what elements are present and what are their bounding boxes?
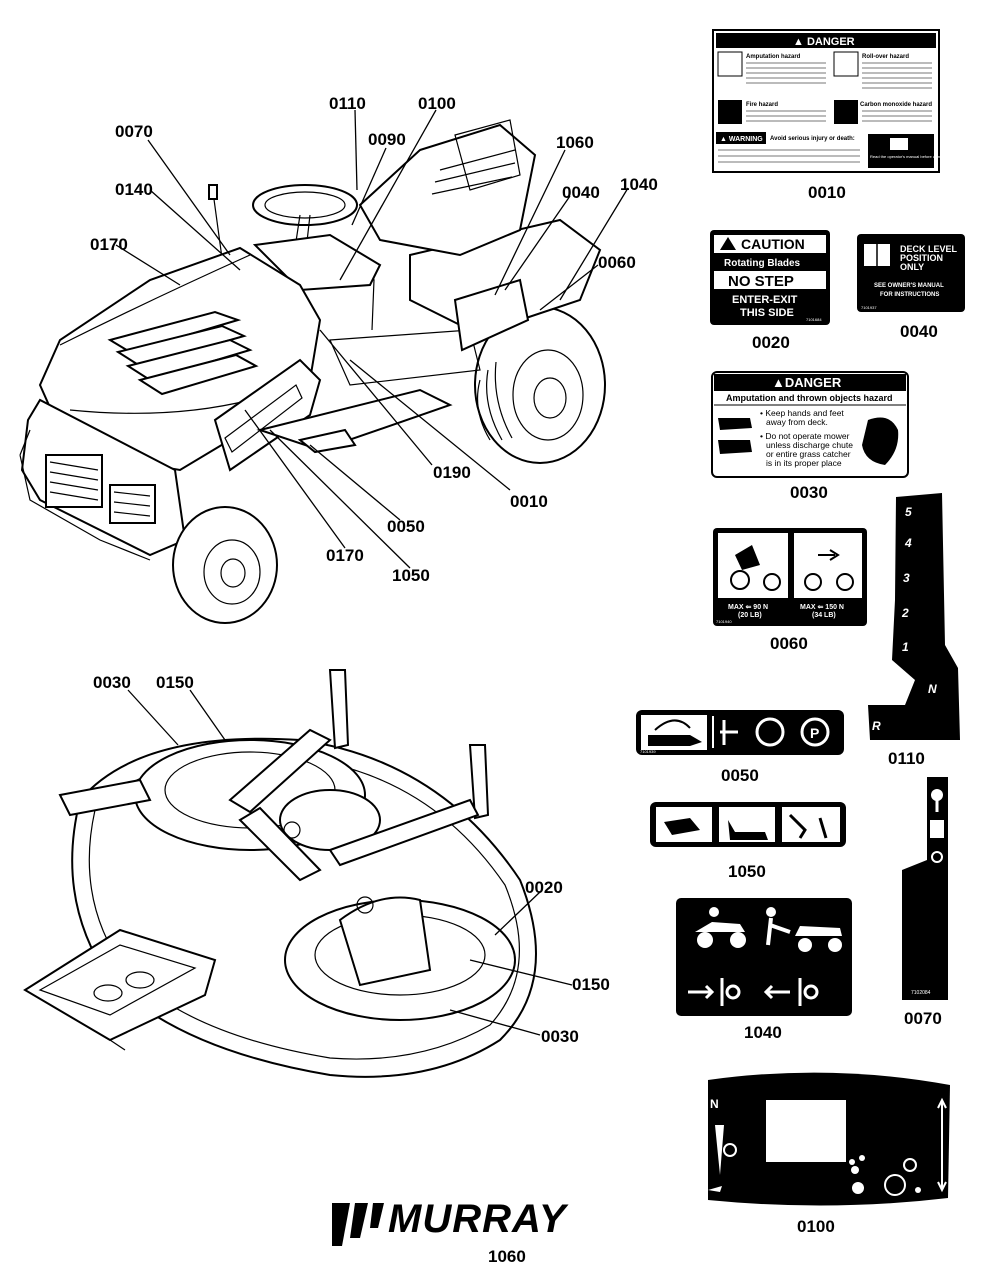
decal-0060-max2b: (34 LB)	[812, 612, 836, 619]
svg-text:N: N	[710, 1097, 719, 1111]
callout-0030-bottom: 0030	[541, 1027, 579, 1046]
decal-0110-g4: 4	[904, 536, 912, 550]
callout-0060: 0060	[598, 253, 636, 272]
decal-number-1050: 1050	[728, 862, 766, 881]
decal-0060: MAX ⇐ 90 N (20 LB) MAX ⇐ 150 N (34 LB) 7…	[713, 528, 867, 626]
decal-number-0060: 0060	[770, 634, 808, 653]
decal-0010-rollover: Roll-over hazard	[862, 54, 909, 60]
callout-0070: 0070	[115, 122, 153, 141]
decal-0060-code: 7101940	[716, 619, 732, 624]
decal-0020-enter: ENTER-EXIT	[732, 294, 798, 306]
callout-0140: 0140	[115, 180, 153, 199]
decal-0010-header: ▲ DANGER	[793, 36, 855, 48]
decal-0010-carbon: Carbon monoxide hazard	[860, 102, 932, 108]
callout-0020: 0020	[525, 878, 563, 897]
tractor-leader-lines	[115, 109, 629, 569]
deck-leader-lines	[127, 689, 573, 1036]
decal-0110-g5: 5	[905, 505, 912, 519]
callout-1060: 1060	[556, 133, 594, 152]
svg-text:P: P	[810, 725, 819, 741]
murray-logo: MURRAY	[332, 1197, 569, 1246]
deck-callouts: 0030 0150 0020 0150 0030	[93, 673, 610, 1046]
callout-0190: 0190	[433, 463, 471, 482]
decal-0110-gN: N	[928, 682, 937, 696]
tractor-drawing	[19, 119, 606, 624]
callout-0040: 0040	[562, 183, 600, 202]
decal-0010-warning: ▲ WARNING	[720, 136, 763, 143]
callout-0030-top: 0030	[93, 673, 131, 692]
decal-0050-code: 7101939	[640, 749, 656, 754]
decal-0040-code: 7101937	[861, 305, 877, 310]
decal-0030: ▲DANGER Amputation and thrown objects ha…	[711, 371, 909, 478]
decal-0010-warning-text: Avoid serious injury or death:	[770, 136, 855, 142]
murray-logo-text: MURRAY	[388, 1197, 569, 1241]
callout-0170-bottom: 0170	[326, 546, 364, 565]
decal-0020-caution: CAUTION	[741, 236, 805, 252]
decal-0070: 7102084	[902, 777, 948, 1000]
callout-0170-top: 0170	[90, 235, 128, 254]
decal-0040: DECK LEVEL POSITION ONLY SEE OWNER'S MAN…	[857, 234, 965, 312]
decal-0030-b2c: or entire grass catcher	[766, 449, 851, 459]
decal-0050: P 7101939	[636, 710, 844, 755]
decal-1050	[650, 802, 846, 847]
callout-1040: 1040	[620, 175, 658, 194]
decal-0110: 5 4 3 2 1 N R	[868, 493, 960, 740]
decal-0040-line4: SEE OWNER'S MANUAL	[874, 283, 944, 289]
callout-0010: 0010	[510, 492, 548, 511]
callout-0100: 0100	[418, 94, 456, 113]
decal-0070-code: 7102084	[911, 990, 931, 996]
decal-number-0040: 0040	[900, 322, 938, 341]
decal-0030-header: ▲DANGER	[772, 375, 842, 390]
decal-0110-g1: 1	[902, 640, 909, 654]
callout-0150-top: 0150	[156, 673, 194, 692]
decal-0060-max2: MAX ⇐ 150 N	[800, 604, 844, 611]
decal-0030-subheader: Amputation and thrown objects hazard	[726, 393, 893, 403]
decal-0040-line1: DECK LEVEL	[900, 244, 958, 254]
decal-0030-b2a: • Do not operate mower	[760, 431, 850, 441]
decal-number-1060: 1060	[488, 1247, 526, 1266]
decal-number-0100: 0100	[797, 1217, 835, 1236]
decal-0110-g2: 2	[901, 606, 909, 620]
decal-number-0010: 0010	[808, 183, 846, 202]
decal-1040	[676, 898, 852, 1016]
decal-0010-manual: Read the operator's manual before using …	[870, 154, 965, 159]
decal-0020-side: THIS SIDE	[740, 307, 794, 319]
decal-0030-b1a: • Keep hands and feet	[760, 408, 844, 418]
decal-0030-b2d: is in its proper place	[766, 458, 842, 468]
decal-0030-b1b: away from deck.	[766, 417, 828, 427]
decal-number-0020: 0020	[752, 333, 790, 352]
decal-number-1040: 1040	[744, 1023, 782, 1042]
decal-0040-line2: POSITION	[900, 253, 943, 263]
decal-0020-rotating: Rotating Blades	[724, 258, 801, 269]
callout-0050: 0050	[387, 517, 425, 536]
decal-0040-line3: ONLY	[900, 262, 924, 272]
decal-0110-gR: R	[872, 719, 881, 733]
decal-0030-b2b: unless discharge chute	[766, 440, 853, 450]
callout-1050: 1050	[392, 566, 430, 585]
mower-deck-drawing	[23, 669, 537, 1078]
decal-0010-amputation: Amputation hazard	[746, 54, 801, 60]
decal-number-0110: 0110	[888, 749, 925, 768]
decal-0010-fire: Fire hazard	[746, 102, 778, 108]
decal-0020-nostep: NO STEP	[728, 273, 794, 290]
decal-0020-code: 7101684	[806, 317, 822, 322]
decal-number-0030: 0030	[790, 483, 828, 502]
decal-0060-max1b: (20 LB)	[738, 612, 762, 619]
decal-0060-max1: MAX ⇐ 90 N	[728, 604, 768, 611]
decal-number-0050: 0050	[721, 766, 759, 785]
callout-0110: 0110	[329, 94, 366, 113]
decal-0020: CAUTION Rotating Blades NO STEP ENTER-EX…	[710, 230, 830, 325]
decal-0100: N	[708, 1072, 950, 1206]
decal-0110-g3: 3	[903, 571, 910, 585]
decal-number-0070: 0070	[904, 1009, 942, 1028]
callout-0150-bottom: 0150	[572, 975, 610, 994]
callout-0090: 0090	[368, 130, 406, 149]
decal-0040-line5: FOR INSTRUCTIONS	[880, 292, 939, 298]
decal-0010: ▲ DANGER Amputation hazard Roll-over haz…	[712, 29, 965, 173]
tractor-callouts: 0110 0100 0070 0090 1060 0140 0040 1040 …	[90, 94, 658, 585]
